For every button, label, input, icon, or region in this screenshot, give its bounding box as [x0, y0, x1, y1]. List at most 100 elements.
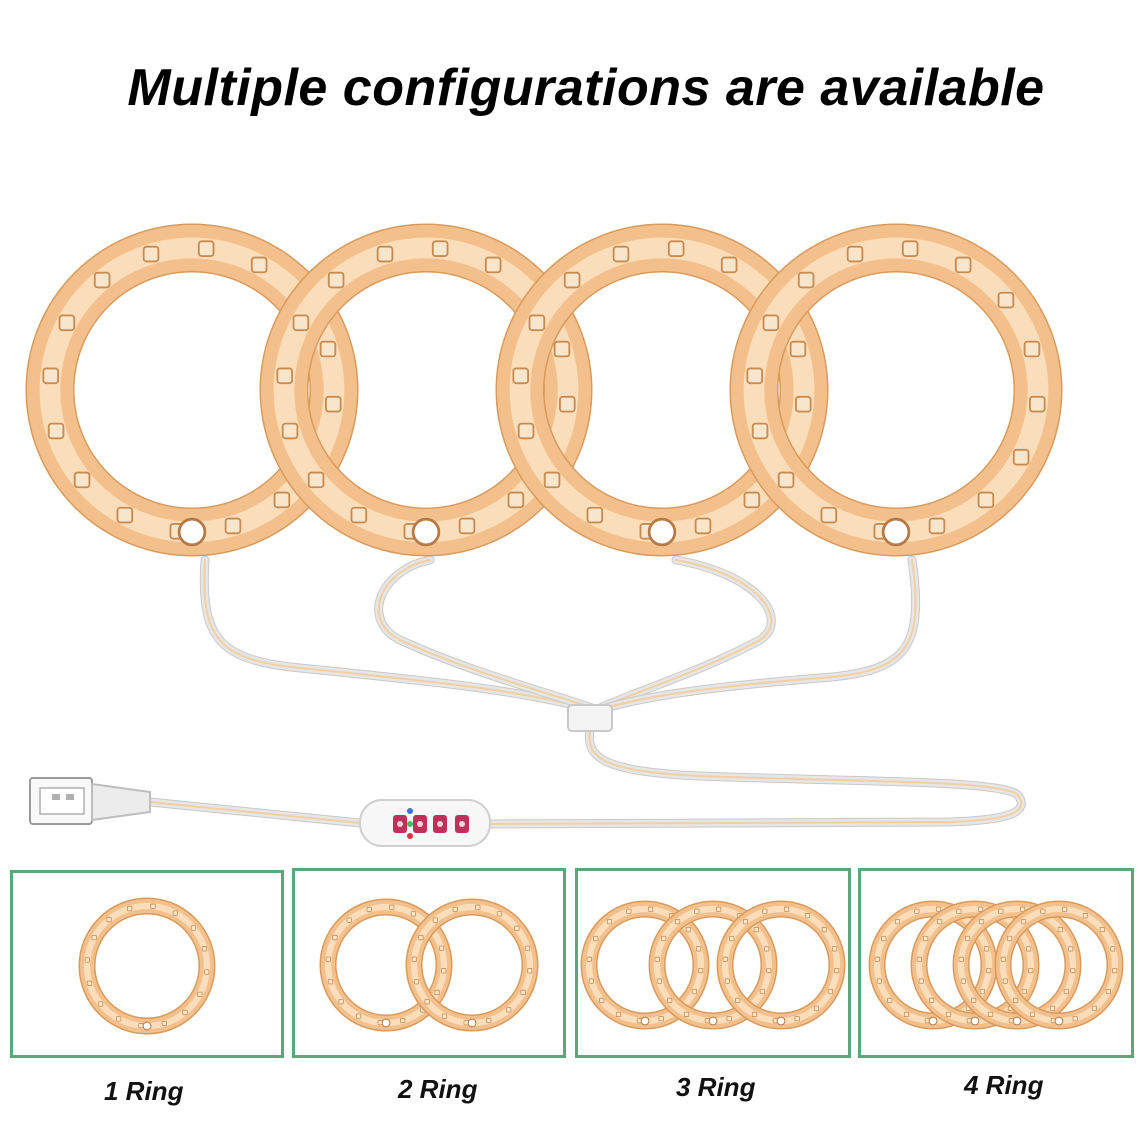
- led-chip: [1025, 946, 1032, 952]
- led-chip: [182, 1009, 188, 1016]
- led-chip: [654, 956, 660, 963]
- led-chip: [410, 911, 417, 917]
- led-chip: [486, 1017, 492, 1024]
- led-chip: [86, 980, 93, 986]
- mount-hole: [928, 1016, 938, 1026]
- led-chip: [593, 935, 599, 942]
- led-chip: [928, 517, 946, 535]
- led-chip: [887, 997, 893, 1004]
- led-chip: [759, 988, 765, 995]
- led-chip: [97, 1001, 104, 1007]
- led-chip: [821, 926, 827, 933]
- led-chip: [923, 935, 929, 942]
- led-chip: [661, 935, 667, 942]
- led-chip: [190, 925, 197, 931]
- led-chip: [901, 240, 919, 257]
- ring-lights: [25, 223, 1063, 557]
- led-chip: [795, 395, 812, 413]
- led-chip: [1012, 448, 1030, 466]
- led-chip: [106, 916, 112, 923]
- led-chip: [1091, 1005, 1098, 1011]
- led-chip: [1040, 908, 1046, 915]
- mini-ring-2: [405, 898, 539, 1032]
- led-chip: [986, 967, 992, 974]
- led-chip: [751, 1011, 758, 1017]
- led-chip: [979, 988, 985, 995]
- led-chip: [524, 945, 531, 951]
- led-chip: [1105, 988, 1111, 995]
- led-chip: [1063, 988, 1069, 995]
- mount-hole: [647, 517, 677, 547]
- led-chip: [1067, 946, 1074, 952]
- led-chip: [751, 422, 769, 440]
- led-chip: [763, 946, 770, 952]
- led-chip: [794, 1015, 800, 1022]
- led-chip: [319, 340, 337, 358]
- led-chip: [1028, 967, 1034, 974]
- led-chip: [647, 906, 654, 912]
- led-chip: [626, 908, 632, 915]
- led-chip: [400, 1017, 406, 1024]
- led-chip: [936, 919, 943, 925]
- led-chip: [715, 906, 722, 912]
- led-chip: [695, 946, 702, 952]
- cable-main: [485, 726, 1026, 829]
- led-chip: [58, 314, 76, 332]
- led-chip: [722, 956, 728, 963]
- led-chip: [735, 997, 741, 1004]
- led-chip: [831, 946, 838, 952]
- led-chip: [724, 978, 731, 984]
- led-chip: [441, 968, 447, 974]
- led-chip: [1020, 919, 1027, 925]
- led-chip: [204, 969, 210, 975]
- led-chip: [506, 1007, 512, 1013]
- led-chip: [517, 422, 535, 440]
- led-chip: [325, 956, 331, 962]
- led-chip: [903, 1011, 910, 1017]
- led-chip: [161, 1020, 167, 1027]
- cable-ring-2: [374, 555, 597, 713]
- led-chip: [527, 968, 533, 974]
- led-chip: [520, 989, 526, 996]
- led-chip: [1002, 978, 1009, 984]
- mini-ring-1: [580, 900, 710, 1030]
- led-chip: [685, 926, 691, 933]
- led-chip: [325, 395, 342, 413]
- led-chip: [307, 471, 325, 489]
- led-chip: [658, 1015, 664, 1022]
- led-chip: [514, 925, 520, 931]
- led-chip: [881, 935, 887, 942]
- mount-hole: [467, 1018, 477, 1028]
- led-chip: [804, 913, 811, 919]
- led-chip: [720, 256, 738, 274]
- led-chip: [762, 908, 768, 915]
- led-chip: [413, 979, 420, 985]
- led-chip: [47, 422, 65, 440]
- led-chip: [276, 367, 293, 385]
- led-chip: [73, 471, 91, 489]
- led-chip: [250, 256, 268, 274]
- led-chip: [674, 919, 681, 925]
- indicator-led-red: [407, 833, 413, 839]
- configuration-panel-3: [575, 868, 851, 1058]
- led-chip: [292, 314, 310, 332]
- mini-ring-2: [648, 900, 778, 1030]
- led-chip: [667, 997, 673, 1004]
- led-chip: [1082, 913, 1089, 919]
- led-chip: [1013, 997, 1019, 1004]
- led-chip: [1112, 967, 1118, 974]
- ring-light-4: [729, 223, 1063, 557]
- led-chip: [1007, 935, 1013, 942]
- configuration-label-3: 3 Ring: [676, 1072, 756, 1102]
- led-chip: [350, 506, 368, 524]
- mount-hole: [177, 517, 207, 547]
- cable-usb: [145, 797, 365, 828]
- led-chip: [797, 271, 815, 289]
- led-chip: [894, 919, 901, 925]
- led-chip: [588, 978, 595, 984]
- mini-ring-1: [78, 897, 216, 1035]
- mount-hole: [381, 1018, 391, 1028]
- led-chip: [827, 988, 833, 995]
- headline: Multiple configurations are available: [127, 59, 1045, 117]
- led-chip: [977, 491, 995, 509]
